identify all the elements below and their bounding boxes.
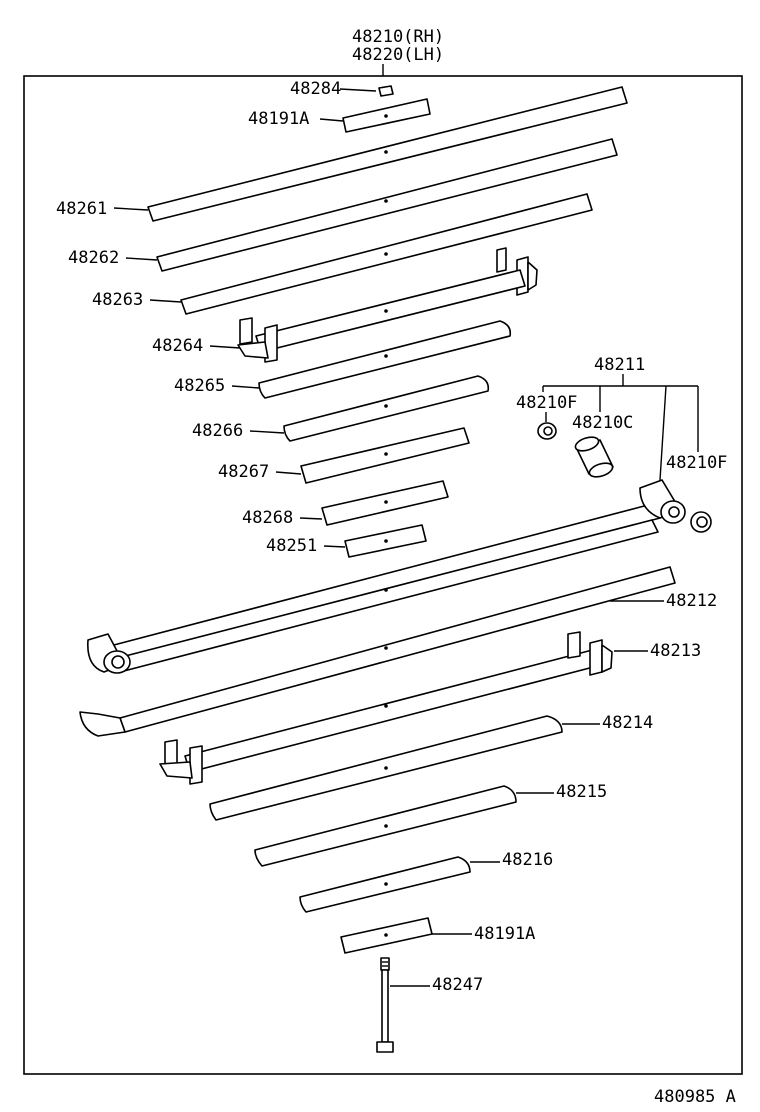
part-48262-leaf[interactable] [156,138,618,272]
label-48284[interactable]: 48284 [290,79,341,99]
part-48216-leaf[interactable] [299,856,471,913]
part-48213-leaf[interactable] [159,631,613,785]
label-48263[interactable]: 48263 [92,290,143,310]
assembly-rh-label: 48210(RH) [352,27,444,47]
part-48266-leaf[interactable] [283,375,490,442]
assembly-lh-label: 48220(LH) [352,45,444,65]
leader-48284 [339,88,377,92]
diagram-frame [23,75,743,1075]
label-48267[interactable]: 48267 [218,462,269,482]
label-48191a-bottom[interactable]: 48191A [474,924,535,944]
label-48210c[interactable]: 48210C [572,413,633,433]
label-48210f-left[interactable]: 48210F [516,393,577,413]
part-48210f-left-bushing[interactable] [537,422,557,440]
label-48214[interactable]: 48214 [602,713,653,733]
label-48262[interactable]: 48262 [68,248,119,268]
label-48215[interactable]: 48215 [556,782,607,802]
part-48214-leaf[interactable] [209,715,563,821]
part-48191a-bottom-plate[interactable] [340,917,433,954]
part-48265-leaf[interactable] [258,320,512,399]
leader-48265 [231,385,260,389]
leader-48262 [125,257,158,261]
label-48191a-top[interactable]: 48191A [248,109,309,129]
leader-48268 [299,517,323,520]
label-48216[interactable]: 48216 [502,850,553,870]
part-48247-center-bolt[interactable] [376,957,394,1053]
part-48261-leaf[interactable] [147,86,628,222]
part-48267-leaf[interactable] [300,427,470,484]
label-48251[interactable]: 48251 [266,536,317,556]
label-48266[interactable]: 48266 [192,421,243,441]
label-48265[interactable]: 48265 [174,376,225,396]
leader-48211-eye [659,385,667,481]
leader-48264 [209,345,241,349]
label-48264[interactable]: 48264 [152,336,203,356]
label-48211[interactable]: 48211 [594,355,645,375]
part-48191a-top-plate[interactable] [342,98,431,133]
label-48261[interactable]: 48261 [56,199,107,219]
leader-48266 [249,430,285,434]
leader-48263 [149,299,182,303]
label-48247[interactable]: 48247 [432,975,483,995]
part-48284-nut[interactable] [378,85,394,97]
part-48268-leaf[interactable] [321,480,449,526]
label-48212[interactable]: 48212 [666,591,717,611]
label-48268[interactable]: 48268 [242,508,293,528]
part-48264-leaf[interactable] [237,269,526,363]
label-48213[interactable]: 48213 [650,641,701,661]
part-48251-plate[interactable] [344,524,427,558]
part-48210c-bushing[interactable] [574,435,615,480]
part-48212-leaf[interactable] [79,566,676,737]
leader-48251 [323,545,346,548]
footer-code: 480985 A [654,1087,736,1107]
leader-48191a-top [319,118,344,122]
part-48210f-right-bushing[interactable] [690,511,712,533]
label-48210f-right[interactable]: 48210F [666,453,727,473]
leader-48267 [275,471,302,475]
part-48215-leaf[interactable] [254,785,517,867]
part-48211-main-leaf[interactable] [87,479,686,674]
leader-48261 [113,207,149,211]
